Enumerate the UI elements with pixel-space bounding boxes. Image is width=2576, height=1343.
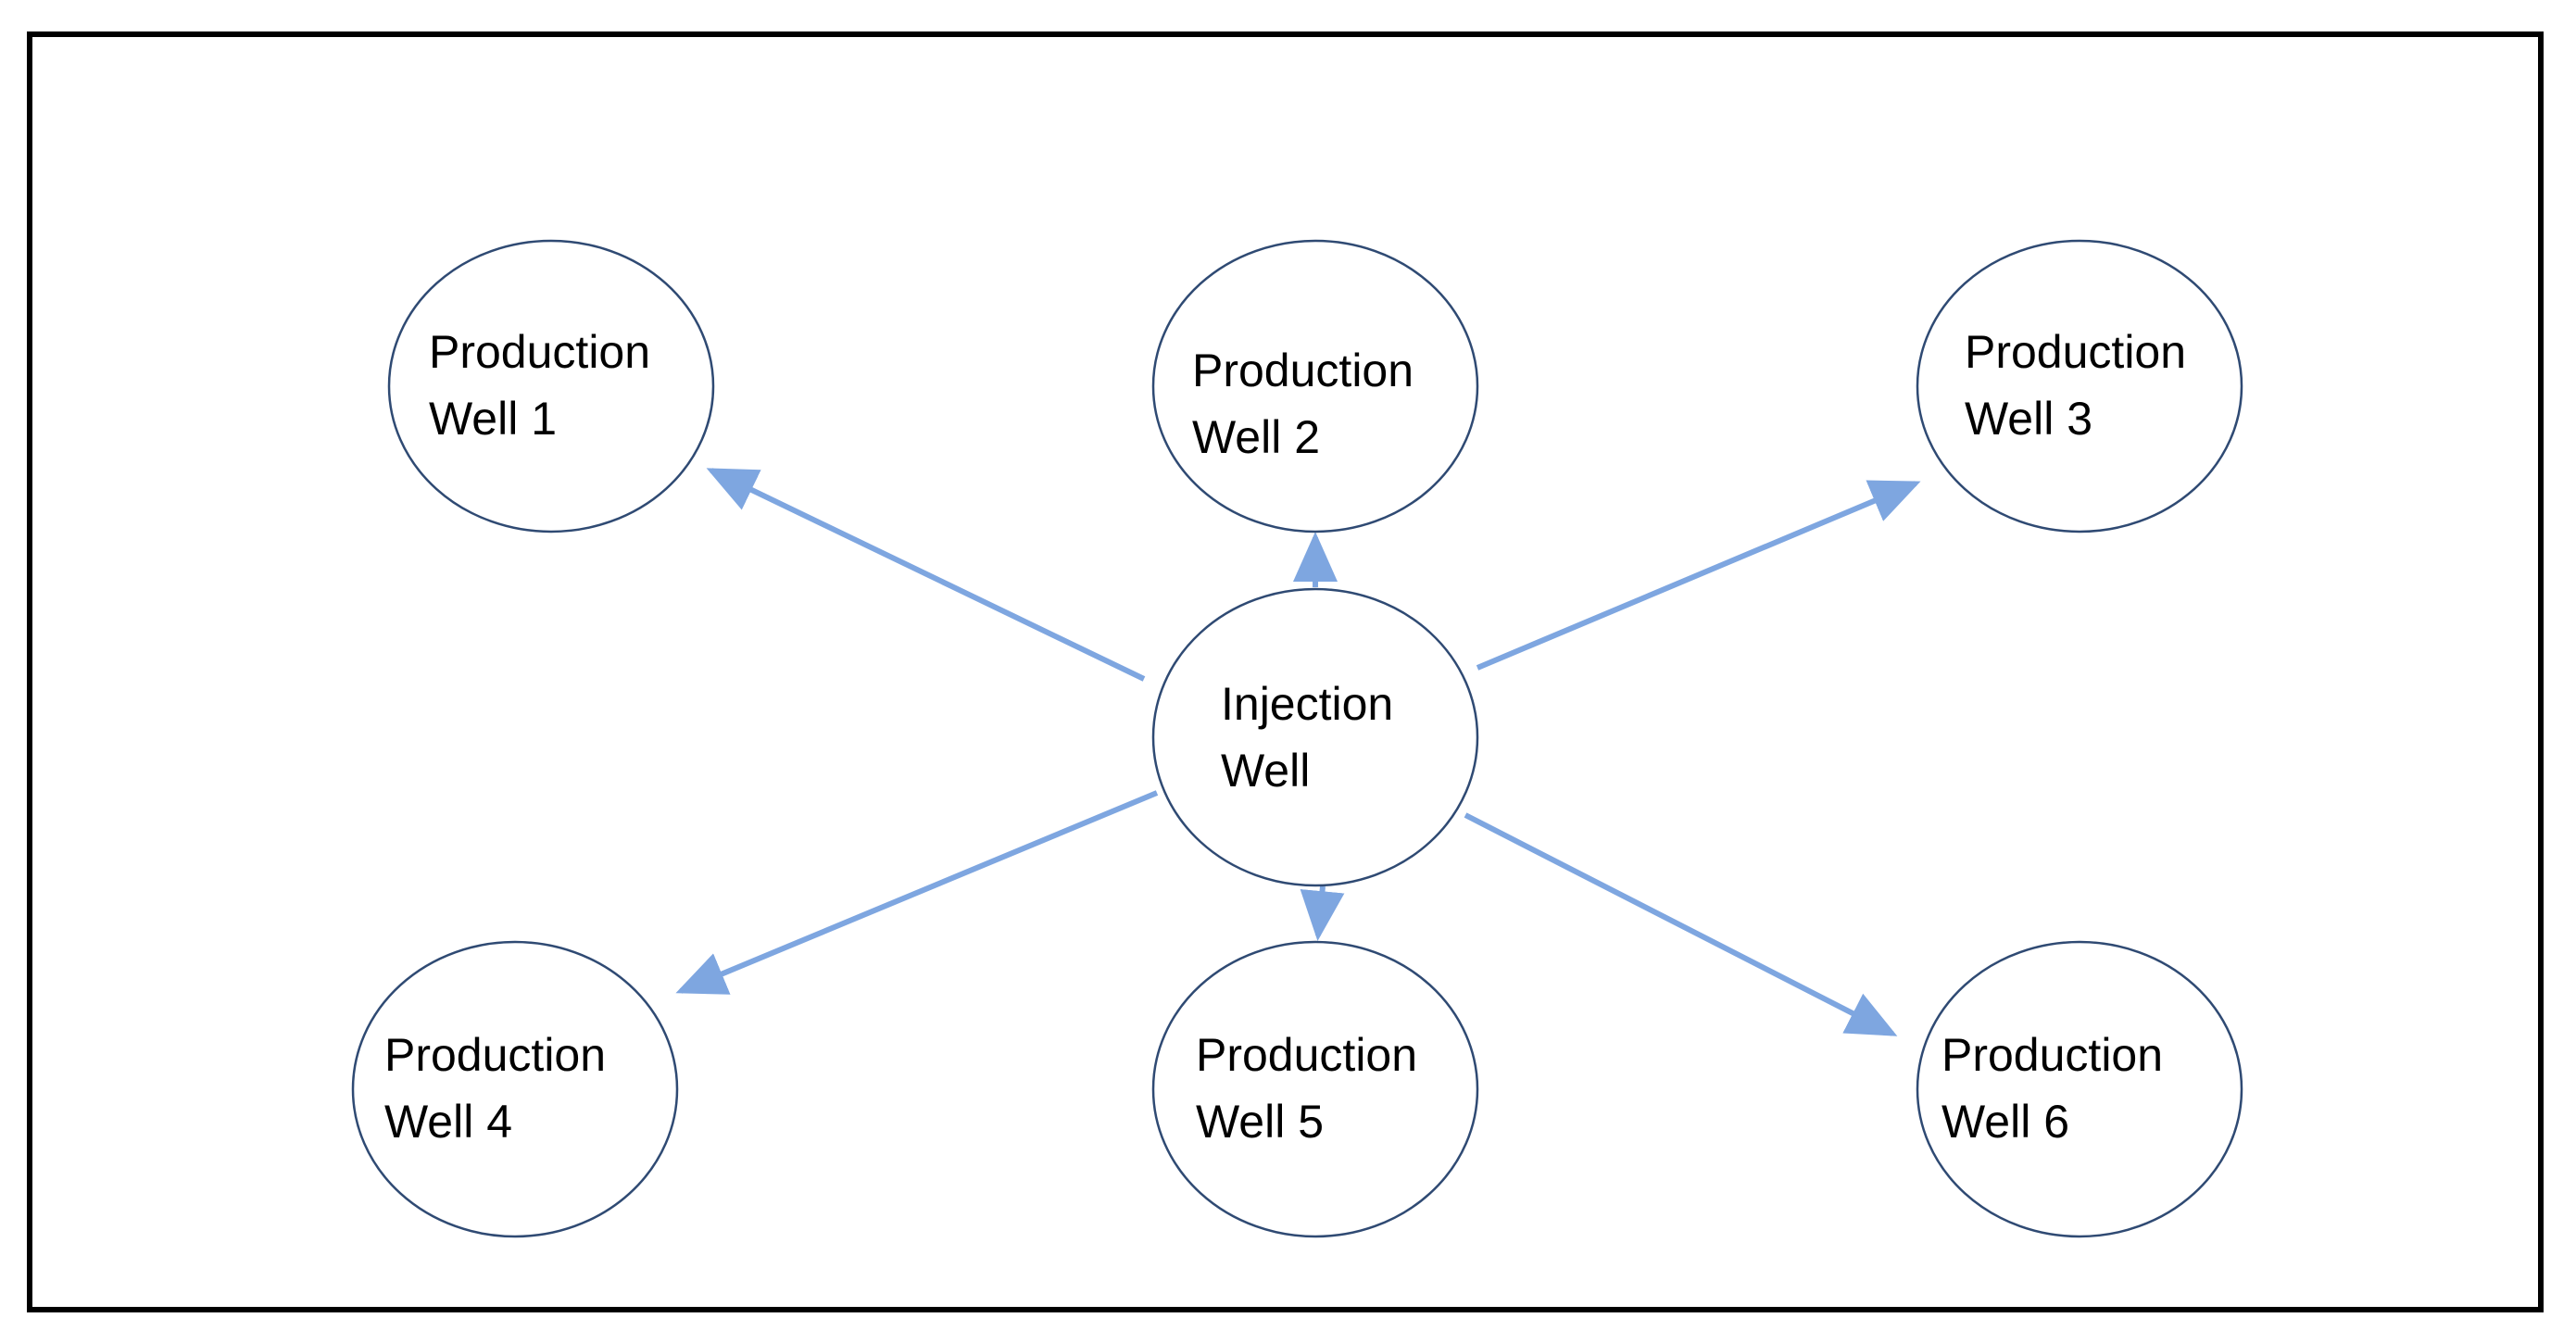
production-well-2-label-line1: Production (1192, 345, 1414, 396)
production-well-3-node[interactable] (1916, 239, 2243, 533)
production-well-6-node[interactable] (1916, 940, 2243, 1238)
production-well-4-node[interactable] (351, 940, 679, 1238)
production-well-6-label-line2: Well 6 (1941, 1096, 2069, 1148)
injection-well-label-line2: Well (1221, 745, 1310, 797)
production-well-6-label-line1: Production (1941, 1029, 2163, 1081)
production-well-5-label-line1: Production (1196, 1029, 1417, 1081)
arrow-to-production-well-4 (675, 790, 1159, 995)
production-well-1-label-line1: Production (429, 326, 650, 378)
diagram-frame (27, 31, 2544, 1312)
arrow-to-production-well-6 (1464, 812, 1898, 1036)
injection-well-label-line1: Injection (1221, 678, 1393, 730)
production-well-5-label-line2: Well 5 (1196, 1096, 1324, 1148)
production-well-3-label-line2: Well 3 (1965, 393, 2092, 445)
production-well-1-node[interactable] (387, 239, 715, 533)
injection-well-node[interactable] (1151, 587, 1479, 887)
production-well-1-label-line2: Well 1 (429, 393, 557, 445)
node-labels: Production Well 1 Production Well 2 Prod… (384, 326, 2186, 1148)
arrow-to-production-well-3 (1476, 480, 1921, 671)
production-well-4-label-line1: Production (384, 1029, 606, 1081)
production-well-2-node[interactable] (1151, 239, 1479, 533)
arrow-to-production-well-5 (1300, 885, 1345, 941)
nodes (351, 239, 2243, 1238)
production-well-3-label-line1: Production (1965, 326, 2186, 378)
arrow-to-production-well-1 (706, 468, 1146, 682)
production-well-5-node[interactable] (1151, 940, 1479, 1238)
arrows (675, 468, 1921, 1036)
production-well-2-label-line2: Well 2 (1192, 411, 1320, 463)
production-well-4-label-line2: Well 4 (384, 1096, 512, 1148)
